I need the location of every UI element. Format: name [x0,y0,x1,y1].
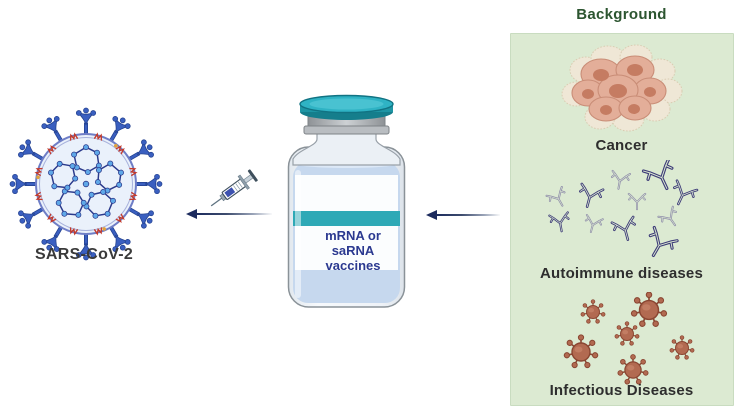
pathogen-virus-icon [562,292,695,386]
syringe-icon [210,169,258,207]
sars-cov-2-label: SARS-CoV-2 [34,246,134,263]
pathogen-field [562,292,695,386]
cancer-cells-icon [561,44,683,132]
autoimmune-label: Autoimmune diseases [539,265,703,282]
antibody-icon [545,160,699,262]
vaccine-vial-icon [287,94,406,308]
vial-label-line-2: saRNA [331,243,375,258]
arrow-head [186,209,197,219]
left-arrow-icon [426,210,500,220]
panel-title: Background [576,6,667,23]
sars-cov-2-virus-icon [9,107,163,261]
left-arrow-icon [186,209,272,219]
infectious-label: Infectious Diseases [549,382,694,399]
vial-label-stripe [293,211,400,226]
arrow-head [426,210,437,220]
vial-label-line-1: mRNA or [325,228,381,243]
rna-strands [43,143,129,226]
vial-label-text: mRNA or saRNA vaccines [288,228,418,273]
arrow-shaft [436,214,500,216]
cancer-label: Cancer [595,137,648,154]
vial-label-line-3: vaccines [325,258,381,273]
arrow-shaft [196,213,272,215]
antibody-field [545,160,699,262]
